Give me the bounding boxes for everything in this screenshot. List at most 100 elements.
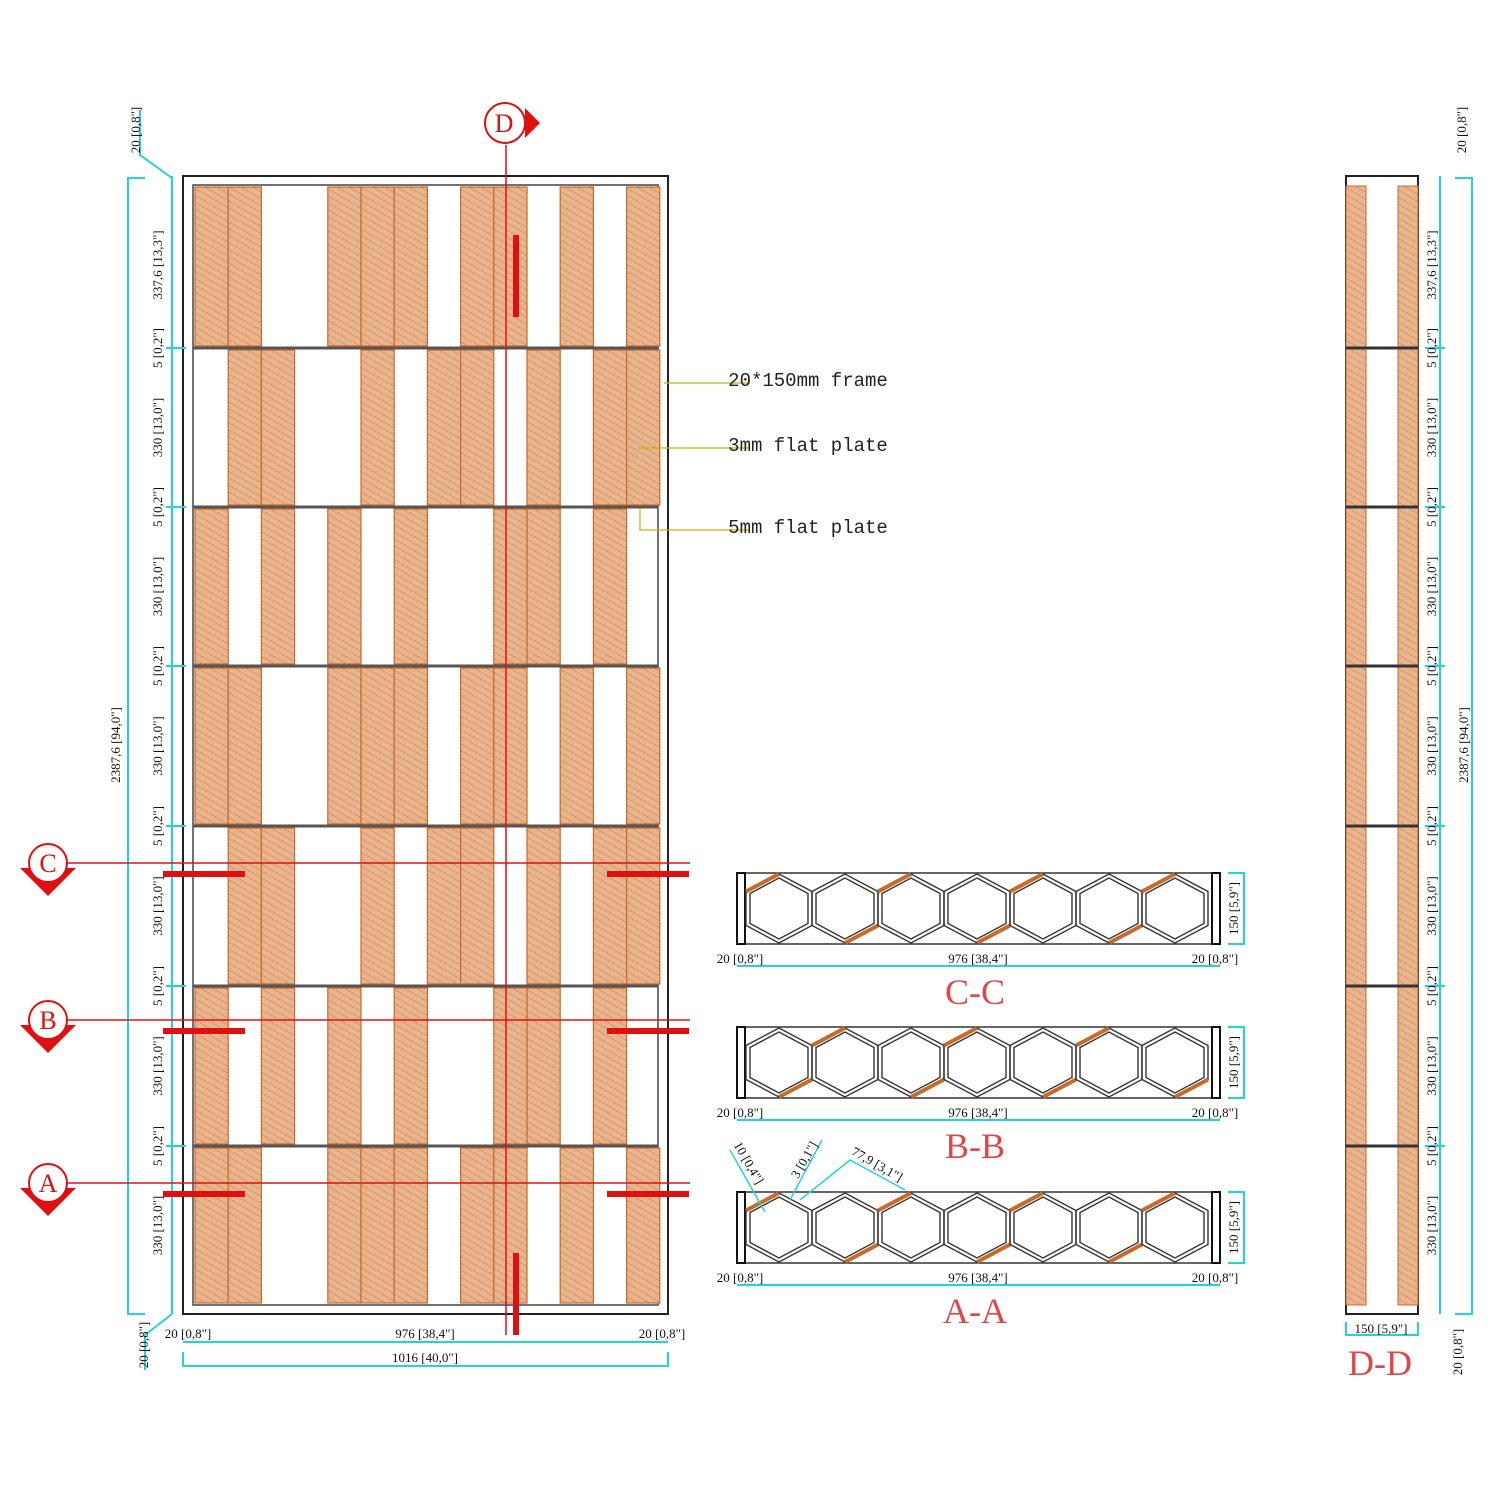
hexagon-plate: [1145, 877, 1205, 940]
side-dim-total: 2387,6 [94,0"]: [1456, 707, 1471, 783]
section-title: C-C: [945, 972, 1005, 1012]
wood-strip: [360, 349, 395, 506]
wood-strip: [460, 349, 495, 506]
wood-strip: [625, 349, 661, 506]
wood-edge: [1009, 1191, 1044, 1213]
section-dim-left: 20 [0,8"]: [717, 951, 763, 966]
dim-row: 330 [13,0"]: [150, 1196, 165, 1255]
side-dim-row: 330 [13,0"]: [1424, 1196, 1439, 1255]
hexagon-plate: [749, 877, 809, 940]
wood-edge: [1108, 923, 1143, 945]
wood-strip: [625, 827, 661, 985]
marker-d-label: D: [495, 109, 514, 138]
dim-gap: 5 [0,2"]: [150, 487, 165, 527]
side-dim-gap: 5 [0,2"]: [1424, 487, 1439, 527]
wood-strip: [227, 667, 262, 825]
hexagon-plate: [881, 1031, 941, 1094]
wood-edge: [1141, 872, 1176, 894]
section-dim-middle: 976 [38,4"]: [948, 951, 1007, 966]
wood-strip: [526, 508, 561, 665]
wood-strip: [227, 827, 262, 985]
wood-edge: [877, 1191, 912, 1213]
wood-strip: [493, 1147, 528, 1304]
side-wood-left: [1345, 185, 1367, 1306]
side-dim-gap: 5 [0,2"]: [1424, 328, 1439, 368]
wood-strip: [460, 667, 495, 825]
callout-leader: [639, 508, 750, 531]
wood-edge: [910, 1077, 945, 1099]
detail-leader: [789, 1139, 823, 1201]
wood-strip: [559, 1147, 595, 1304]
side-dim-row: 330 [13,0"]: [1424, 398, 1439, 457]
section-depth-dim: [1228, 872, 1245, 945]
section-C-C: 20 [0,8"]976 [38,4"]20 [0,8"]150 [5,9"]C…: [717, 872, 1245, 1012]
wood-strip: [194, 1147, 229, 1304]
cut-mark: [607, 1028, 689, 1034]
section-marker-a: [28, 1163, 68, 1203]
marker-c-label: C: [39, 849, 56, 878]
wood-edge: [844, 1242, 879, 1264]
hexagon-plate: [815, 877, 875, 940]
wood-strip: [360, 1147, 395, 1304]
frame-end: [736, 1026, 746, 1099]
hexagon-plate: [1145, 1031, 1205, 1094]
hexagon-plate: [1013, 1031, 1073, 1094]
dim-gap: 5 [0,2"]: [150, 806, 165, 846]
frame-end: [736, 872, 746, 945]
wood-strip: [493, 508, 528, 665]
wood-strip: [460, 186, 495, 347]
wood-strip: [194, 667, 229, 825]
dim-row: 330 [13,0"]: [150, 876, 165, 935]
side-dim-row: 330 [13,0"]: [1424, 1036, 1439, 1095]
wood-strip: [327, 186, 362, 347]
dim-bottom-left: 20 [0,8"]: [165, 1326, 211, 1341]
dim-gap: 5 [0,2"]: [150, 1126, 165, 1166]
side-dim-gap: 5 [0,2"]: [1424, 646, 1439, 686]
wood-strip: [526, 987, 561, 1145]
hexagon-plate: [881, 1196, 941, 1259]
wood-strip: [194, 186, 229, 347]
wood-strip: [227, 186, 262, 347]
wood-strip: [393, 508, 429, 665]
detail-leader: [729, 1149, 766, 1213]
dim-bottom-middle: 976 [38,4"]: [395, 1326, 454, 1341]
wood-edge: [1141, 1191, 1176, 1213]
wood-strip: [393, 186, 429, 347]
section-depth-dim: [1228, 1191, 1245, 1264]
hexagon-plate: [749, 1031, 809, 1094]
wood-strip: [227, 1147, 262, 1304]
hexagon-plate: [815, 1196, 875, 1259]
wood-strip: [493, 667, 528, 825]
wood-strip: [327, 987, 362, 1145]
wood-strip: [393, 987, 429, 1145]
wood-edge: [976, 923, 1011, 945]
dim-top: 20 [0,8"]: [128, 107, 143, 153]
dim-bottom: 20 [0,8"]: [136, 1322, 151, 1368]
wood-strip: [327, 1147, 362, 1304]
section-marker-b: [28, 1000, 68, 1040]
arrow-icon: [525, 108, 540, 138]
side-dim-gap: 5 [0,2"]: [1424, 1126, 1439, 1166]
wood-strip: [360, 667, 395, 825]
side-total-dim: [1455, 177, 1473, 1315]
cut-mark: [607, 871, 689, 877]
detail-leader: [799, 1159, 906, 1201]
marker-b-label: B: [39, 1006, 56, 1035]
dim-row: 330 [13,0"]: [150, 398, 165, 457]
callout-frame: 20*150mm frame: [728, 370, 888, 392]
wood-strip: [493, 186, 528, 347]
side-dim-row: 330 [13,0"]: [1424, 557, 1439, 616]
wood-strip: [360, 186, 395, 347]
overall-height-dim: [127, 177, 145, 1315]
wood-strip: [260, 827, 296, 985]
marker-a-label: A: [39, 1169, 58, 1198]
side-dim-row: 330 [13,0"]: [1424, 876, 1439, 935]
wood-strip: [227, 349, 262, 506]
hexagon-plate: [947, 877, 1007, 940]
hexagon-plate: [749, 1196, 809, 1259]
wood-strip: [426, 349, 462, 506]
wood-strip: [194, 987, 229, 1145]
section-outline: [736, 1191, 1221, 1264]
wood-edge: [1108, 1242, 1143, 1264]
wood-strip: [360, 827, 395, 985]
